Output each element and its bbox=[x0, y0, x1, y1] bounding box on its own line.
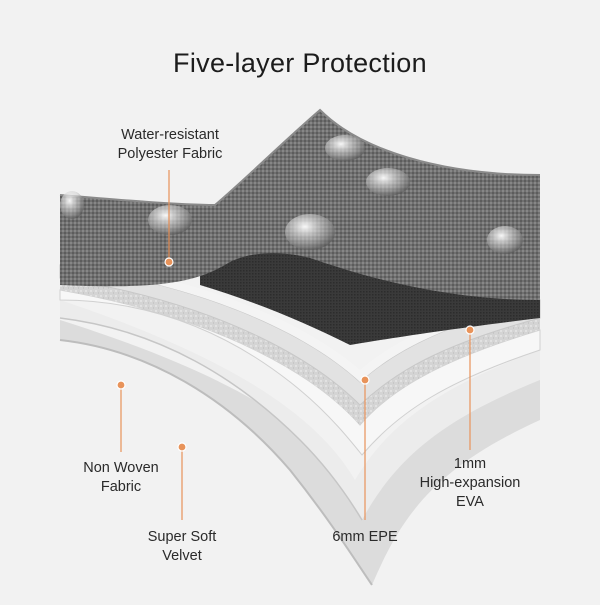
callout-dot bbox=[465, 325, 475, 335]
page-title: Five-layer Protection bbox=[173, 48, 427, 78]
label-velvet: Super Soft Velvet bbox=[147, 529, 217, 564]
inner-fabric bbox=[200, 249, 540, 345]
callouts bbox=[116, 170, 475, 520]
callout-dot bbox=[164, 257, 174, 267]
callout-dot bbox=[116, 380, 126, 390]
water-droplet-icon bbox=[487, 226, 523, 254]
water-droplet-icon bbox=[285, 214, 335, 250]
water-droplet-icon bbox=[148, 205, 192, 235]
callout-dot bbox=[360, 375, 370, 385]
polyester-layer bbox=[59, 108, 541, 300]
velvet-layer bbox=[59, 320, 540, 586]
label-epe-foam: 6mm EPE bbox=[332, 529, 398, 545]
label-eva: 1mm High-expansion EVA bbox=[419, 456, 521, 510]
callout-dot bbox=[177, 442, 187, 452]
water-droplet-icon bbox=[325, 135, 365, 161]
non-woven-layer bbox=[59, 300, 540, 521]
water-droplet-icon bbox=[366, 168, 410, 196]
label-non-woven-fabric: Non Woven Fabric bbox=[83, 460, 159, 495]
label-polyester-fabric: Water-resistant Polyester Fabric bbox=[117, 127, 223, 162]
epe-foam-layer bbox=[59, 278, 541, 456]
water-droplet-icon bbox=[60, 191, 84, 219]
